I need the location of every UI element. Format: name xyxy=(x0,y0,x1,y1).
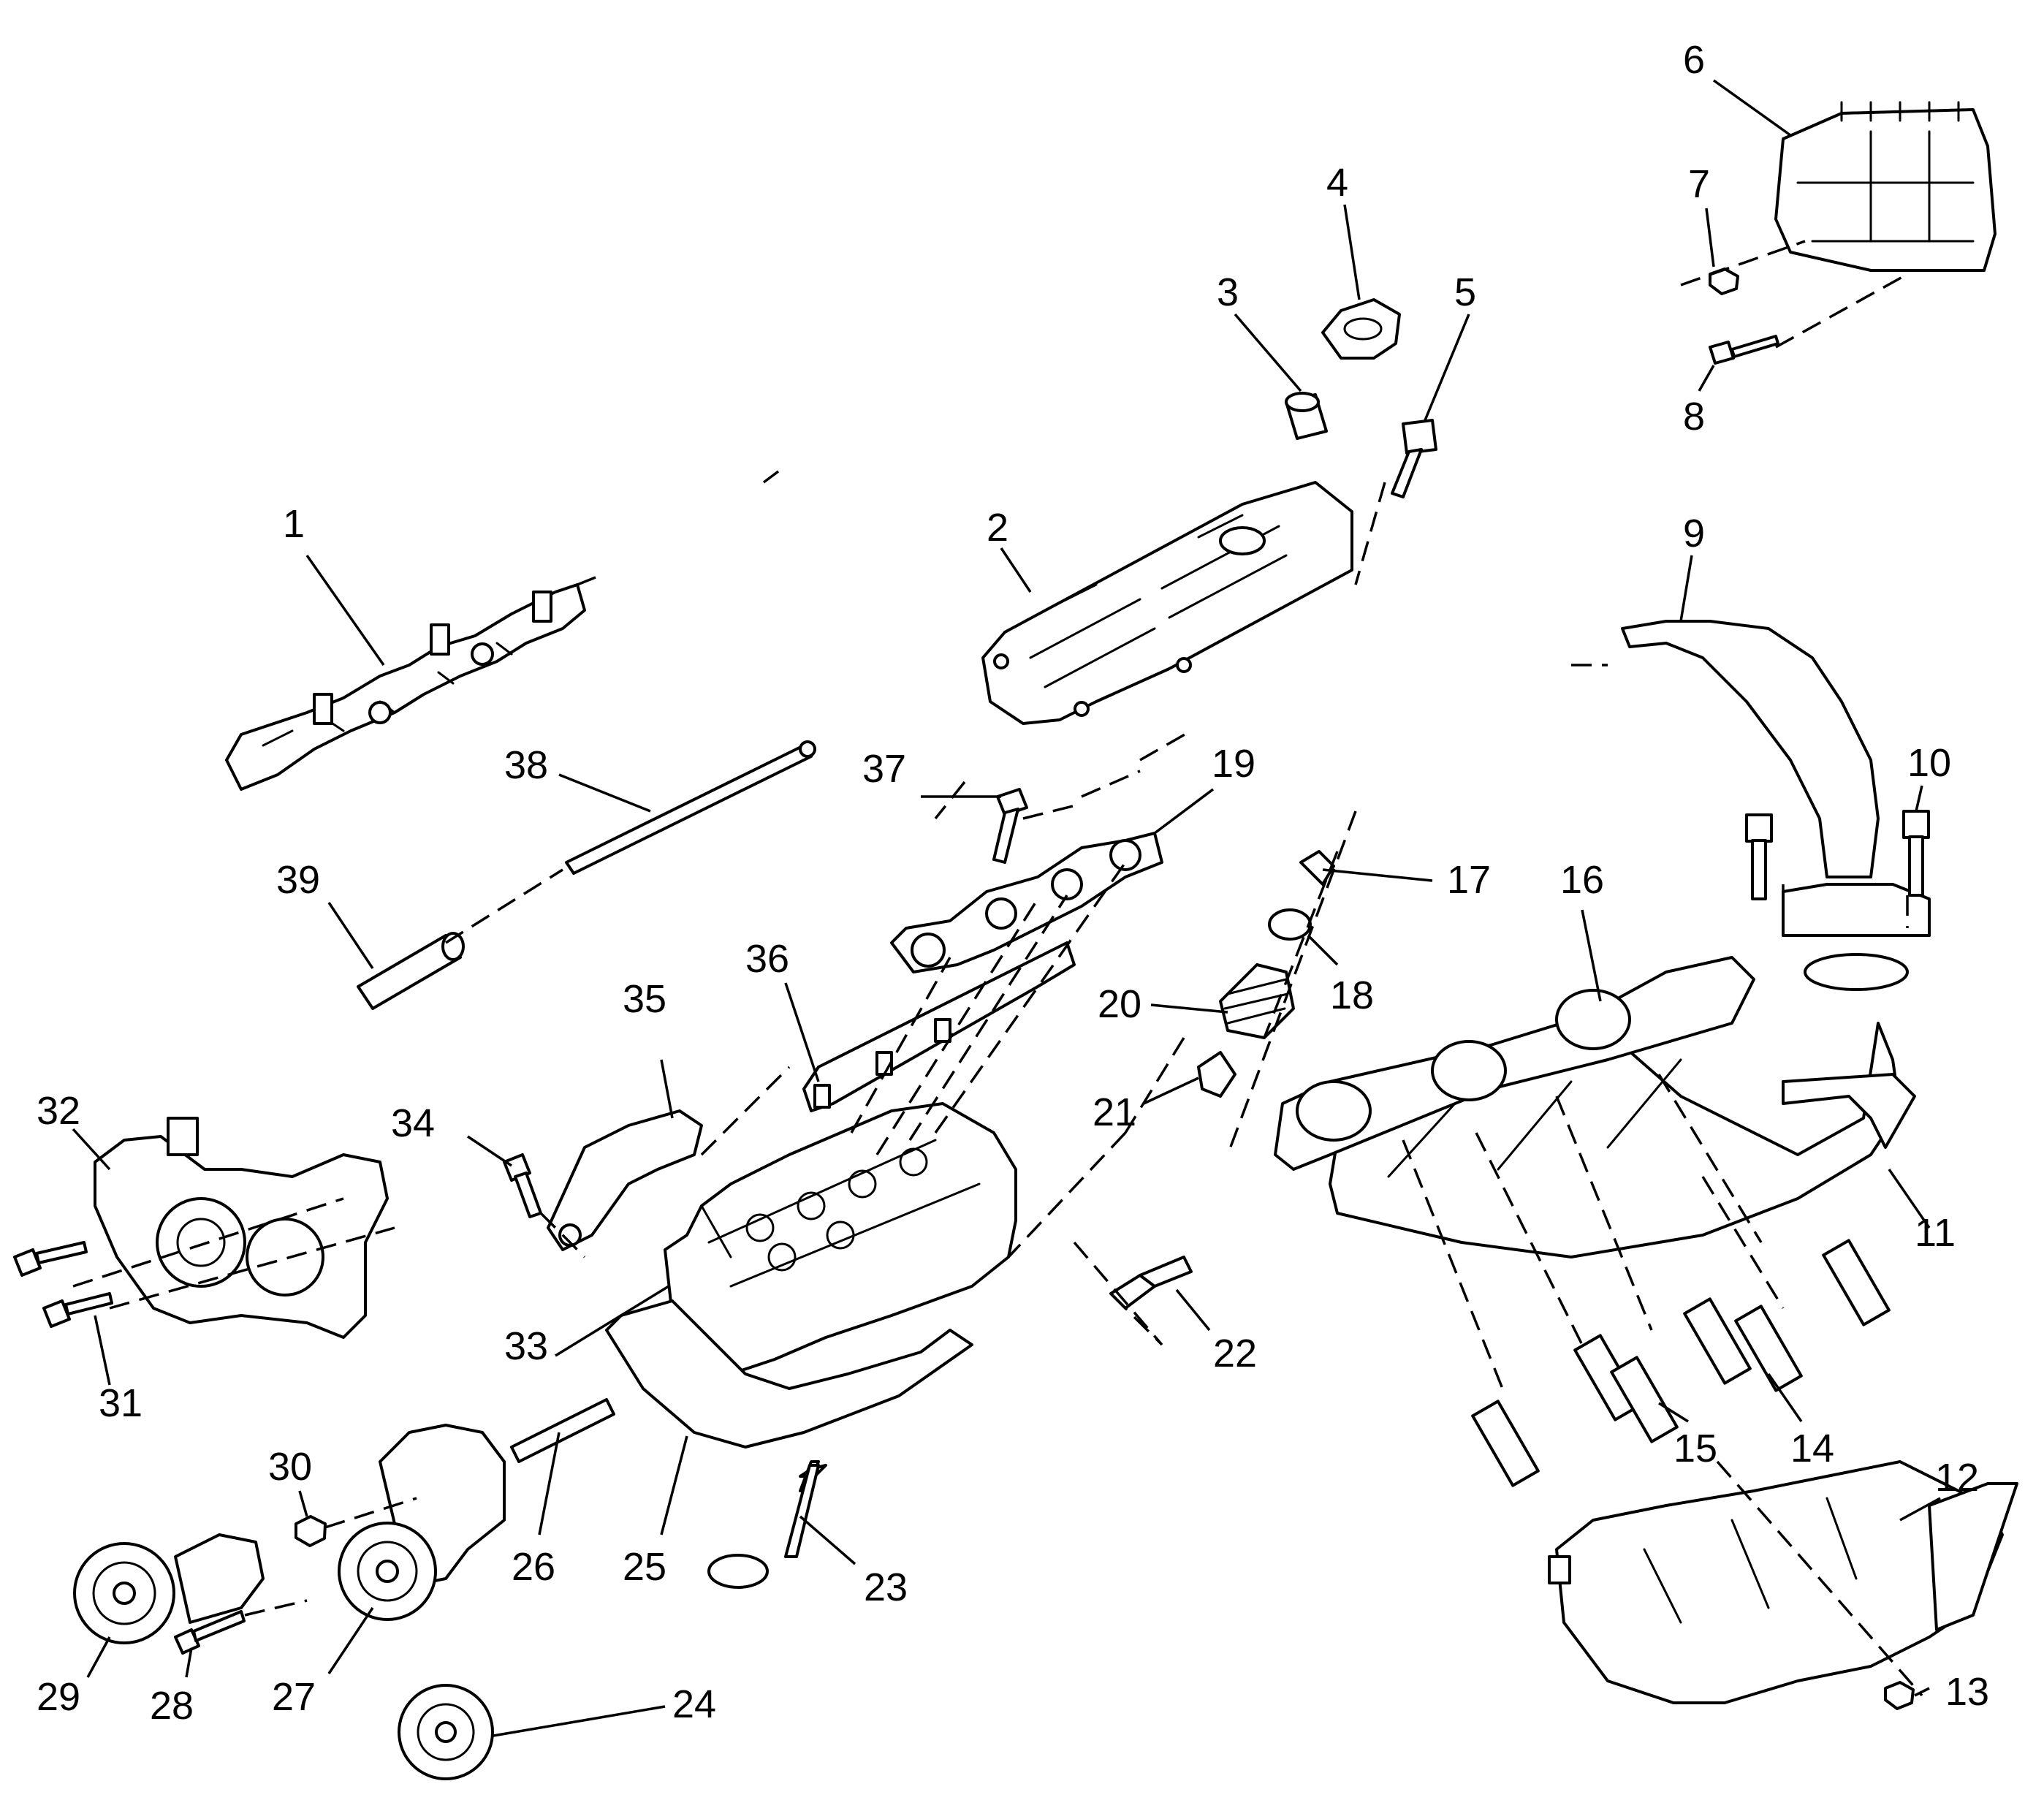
callout-19: 19 xyxy=(1212,742,1255,786)
callout-labels: 1 2 3 4 5 6 7 8 9 10 11 12 13 14 15 16 1… xyxy=(37,38,1989,1728)
callout-28: 28 xyxy=(150,1684,194,1728)
callout-25: 25 xyxy=(623,1545,666,1589)
part-27-belt-tensioner xyxy=(338,1424,506,1621)
part-37-bolt xyxy=(992,788,1028,864)
callout-12: 12 xyxy=(1935,1456,1979,1500)
callout-10: 10 xyxy=(1907,741,1951,785)
callout-1: 1 xyxy=(283,502,305,546)
callout-15: 15 xyxy=(1673,1427,1717,1470)
part-23-valve xyxy=(707,1460,827,1589)
part-28-bolt xyxy=(174,1610,246,1655)
part-11-exhaust-manifold xyxy=(1329,1022,1916,1258)
callout-26: 26 xyxy=(512,1545,555,1589)
callout-14: 14 xyxy=(1790,1427,1834,1470)
callout-4: 4 xyxy=(1326,161,1348,205)
part-5-bolt xyxy=(1391,419,1437,498)
part-1-coil-harness xyxy=(225,583,586,791)
callout-13: 13 xyxy=(1945,1670,1989,1714)
callout-24: 24 xyxy=(672,1682,716,1726)
part-6-ignition-coil-pack xyxy=(1774,101,1996,272)
part-18-valve-retainer xyxy=(1268,908,1312,941)
part-21-valve-seal xyxy=(1197,1051,1236,1098)
part-3-oil-fill-tube xyxy=(1285,392,1328,440)
part-29-idler-pulley xyxy=(73,1533,265,1644)
part-33-cylinder-head xyxy=(664,1102,1017,1375)
callout-35: 35 xyxy=(623,977,666,1021)
part-14-studs xyxy=(1683,1297,1803,1392)
callout-17: 17 xyxy=(1447,858,1491,902)
part-12-heat-shield xyxy=(1548,1460,2018,1704)
part-4-oil-fill-cap xyxy=(1321,298,1401,360)
callout-36: 36 xyxy=(745,937,789,981)
part-19-rocker-arms xyxy=(890,832,1163,973)
callout-37: 37 xyxy=(862,747,906,791)
part-36-pushrod-guide xyxy=(802,941,1076,1112)
callout-3: 3 xyxy=(1217,270,1239,314)
callout-23: 23 xyxy=(864,1565,908,1609)
callout-29: 29 xyxy=(37,1675,80,1719)
callout-27: 27 xyxy=(272,1675,316,1719)
callout-32: 32 xyxy=(37,1089,80,1133)
part-30-nut xyxy=(295,1515,327,1547)
part-20-valve-spring xyxy=(1219,963,1295,1039)
callout-6: 6 xyxy=(1683,38,1705,82)
callout-7: 7 xyxy=(1688,162,1710,206)
callout-22: 22 xyxy=(1213,1332,1257,1375)
part-39-valve-lifter xyxy=(357,932,465,1010)
callout-33: 33 xyxy=(504,1324,548,1368)
part-22-sensor xyxy=(1109,1256,1193,1310)
part-35-lift-bracket xyxy=(547,1109,703,1251)
part-15-studs xyxy=(1471,1239,1891,1487)
part-26-stud xyxy=(510,1398,615,1463)
part-8-bolt xyxy=(1709,335,1779,365)
callout-30: 30 xyxy=(268,1445,312,1489)
callout-2: 2 xyxy=(987,506,1008,550)
leader-lines xyxy=(72,79,1941,1737)
assembly-lines xyxy=(72,240,1923,1697)
callout-39: 39 xyxy=(276,858,320,902)
part-25-head-gasket xyxy=(605,1299,973,1449)
callout-8: 8 xyxy=(1683,395,1705,438)
callout-31: 31 xyxy=(99,1381,143,1425)
callout-16: 16 xyxy=(1560,858,1604,902)
part-32-pump-bracket xyxy=(94,1117,389,1339)
part-16-exhaust-gasket xyxy=(1274,956,1755,1171)
part-2-valve-cover xyxy=(981,481,1353,725)
part-24-pulley xyxy=(398,1684,494,1780)
callout-20: 20 xyxy=(1098,982,1141,1026)
part-13-nut xyxy=(1884,1681,1915,1710)
callout-5: 5 xyxy=(1454,270,1476,314)
part-31-bolts xyxy=(13,1241,113,1328)
callout-38: 38 xyxy=(504,743,548,787)
callout-34: 34 xyxy=(391,1101,435,1145)
part-9-exhaust-crossover-pipe xyxy=(1621,620,1931,991)
callout-18: 18 xyxy=(1330,973,1374,1017)
callout-9: 9 xyxy=(1683,512,1705,555)
part-38-pushrod xyxy=(565,740,816,875)
part-17-valve-keeper xyxy=(1299,850,1335,886)
callout-21: 21 xyxy=(1093,1090,1136,1134)
callout-11: 11 xyxy=(1915,1211,1956,1255)
